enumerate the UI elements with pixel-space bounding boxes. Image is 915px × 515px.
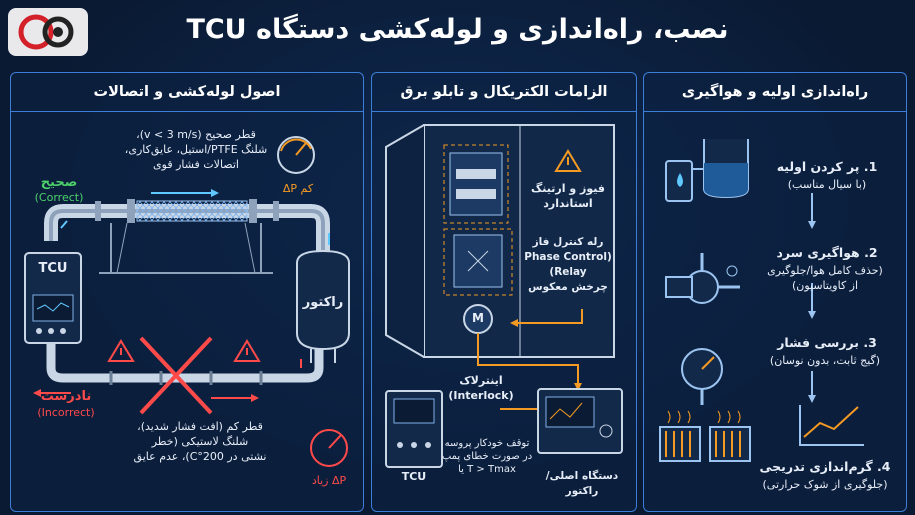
fuse-block <box>449 152 503 216</box>
braided-hose <box>136 200 248 222</box>
step-3-desc: (گیج ثابت، بدون نوسان) <box>769 354 881 367</box>
step-4-desc: (جلوگیری از شوک حرارتی) <box>762 478 888 491</box>
piping-diagram <box>24 136 350 467</box>
electrical-diagram <box>385 124 623 468</box>
piping-panel: اصول لوله‌کشی و اتصالات <box>10 72 364 512</box>
warning-icon <box>107 339 135 362</box>
pump-icon <box>665 253 740 304</box>
incorrect-label-en: (Incorrect) <box>37 406 95 419</box>
relay-label: رله کنترل فاز (Phase Control Relay) چرخش… <box>524 236 612 293</box>
electrical-panel-header: الزامات الکتریکال و تابلو برق <box>372 73 636 112</box>
incorrect-label: نادرست <box>40 389 92 404</box>
gauge-icon <box>277 136 315 174</box>
incorrect-cross-icon <box>139 336 213 415</box>
step-1-title: 1. پر کردن اولیه <box>776 159 878 174</box>
step-4-title: 4. گرم‌اندازی تدریجی <box>759 459 891 474</box>
correct-label: صحیح <box>40 175 78 190</box>
startup-diagram <box>659 139 864 462</box>
startup-panel: راه‌اندازی اولیه و هواگیری <box>643 72 907 512</box>
main-device-label: دستگاه اصلی/راکتور <box>545 470 619 497</box>
trend-chart-icon <box>799 405 864 446</box>
stop-label: توقف خودکار پروسه در صورت خطای پمپ T > T… <box>441 438 533 475</box>
startup-panel-header: راه‌اندازی اولیه و هواگیری <box>644 73 906 112</box>
interlock-label: اینترلاک (Interlock) <box>448 374 514 402</box>
reactor-vessel <box>296 249 350 351</box>
fuse-label: فیوز و ارتینگ استاندارد <box>531 182 605 210</box>
high-dp-label: ΔP زیاد <box>311 474 347 487</box>
correct-description: قطر صحیح (v < 3 m/s)، شلنگ PTFE/استیل، ع… <box>124 128 268 171</box>
tcu-label: TCU <box>38 261 68 276</box>
reactor-label: راکتور <box>302 295 344 310</box>
electrical-panel: الزامات الکتریکال و تابلو برق فیوز و ارت… <box>371 72 637 512</box>
incorrect-description: قطر کم (افت فشار شدید)، شلنگ لاستیکی (خط… <box>133 420 267 463</box>
fill-tank-icon <box>665 139 749 202</box>
step-2-title: 2. هواگیری سرد <box>776 245 878 260</box>
company-logo <box>8 8 88 56</box>
step-3-title: 3. بررسی فشار <box>777 335 877 350</box>
warning-icon <box>554 149 582 172</box>
motor-label: M <box>472 311 484 325</box>
correct-label-en: (Correct) <box>34 191 84 204</box>
warning-icon <box>233 339 261 362</box>
step-2-desc: (حذف کامل هوا/جلوگیری از کاویتاسیون) <box>767 264 883 292</box>
low-dp-label: کم ΔP <box>282 182 314 195</box>
high-pressure-gauge-icon <box>310 429 348 467</box>
page-title: نصب، راه‌اندازی و لوله‌کشی دستگاه TCU <box>186 14 729 45</box>
pressure-gauge-icon <box>681 348 723 405</box>
tcu-label: TCU <box>401 470 427 483</box>
step-1-desc: (با سیال مناسب) <box>787 178 867 191</box>
piping-panel-header: اصول لوله‌کشی و اتصالات <box>11 73 363 112</box>
heater-icon <box>659 410 751 462</box>
